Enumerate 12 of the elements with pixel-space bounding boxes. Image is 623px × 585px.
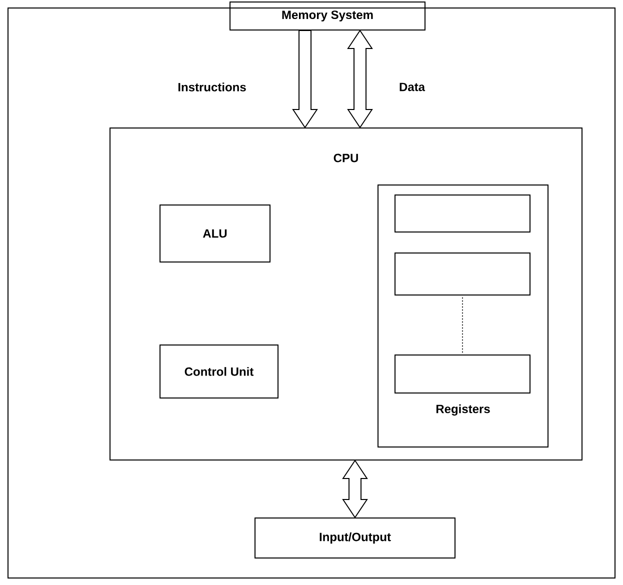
registers-box: Registers [378, 184, 548, 448]
edge-label: Data [400, 82, 426, 92]
register-slot [394, 354, 530, 394]
process-box: Input/Output [254, 518, 456, 558]
dotted-line [462, 297, 463, 353]
process-box: Control Unit [160, 344, 278, 398]
block-arrow [292, 30, 318, 128]
register-slot [394, 194, 530, 232]
edge-label: Instructions [178, 82, 246, 92]
process-box: Memory System [230, 2, 426, 30]
register-slot [394, 252, 530, 296]
process-box: ALU [160, 204, 270, 262]
